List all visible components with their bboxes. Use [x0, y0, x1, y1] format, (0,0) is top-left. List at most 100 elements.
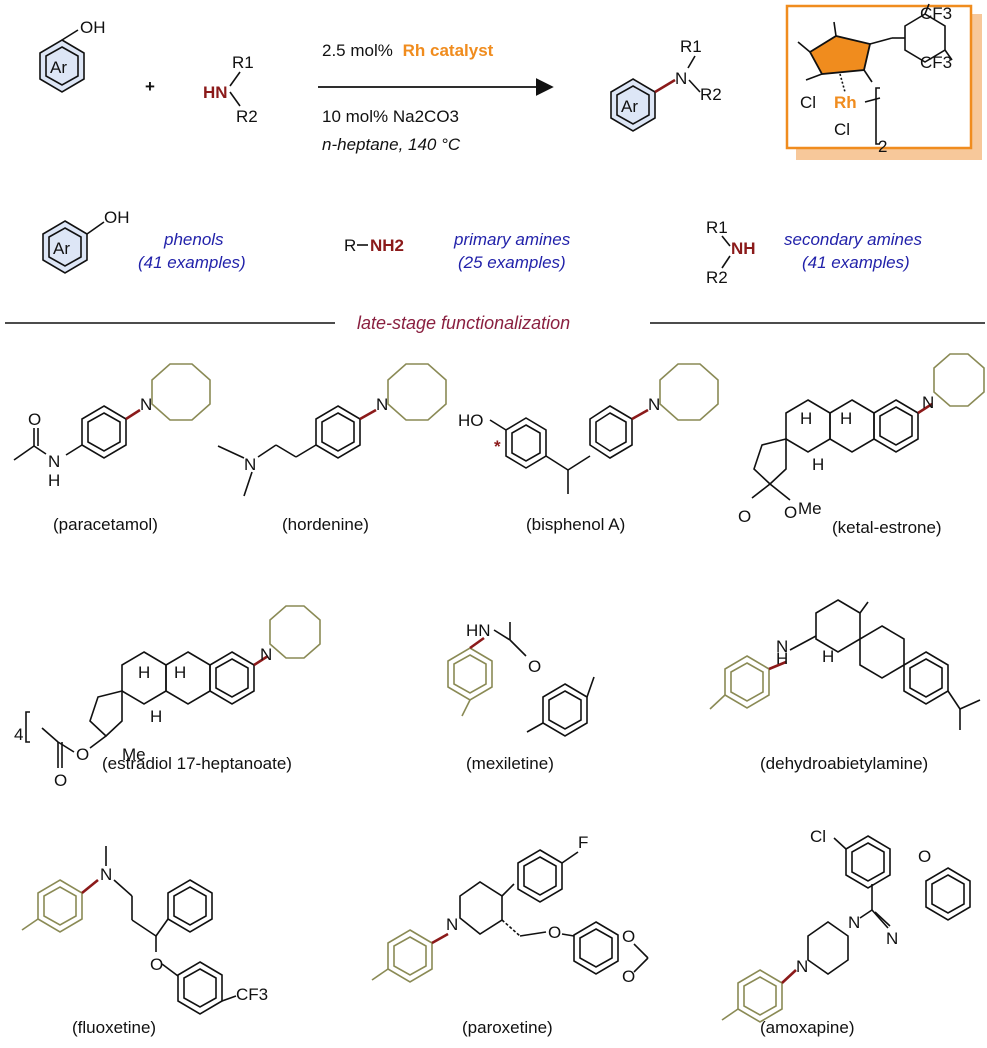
- product-ar-label: Ar: [621, 97, 638, 116]
- compound-name-estradiol-heptanoate: (estradiol 17-heptanoate): [102, 754, 292, 773]
- svg-text:NH: NH: [731, 239, 756, 258]
- compound-name-bisphenol-a: (bisphenol A): [526, 515, 625, 534]
- product-r2-label: R2: [700, 85, 722, 104]
- svg-text:H: H: [48, 471, 60, 490]
- svg-text:H: H: [174, 663, 186, 682]
- catalyst-cl-2: Cl: [834, 120, 850, 139]
- secondary-amines-label: secondary amines: [784, 230, 922, 249]
- svg-text:O: O: [784, 503, 797, 522]
- svg-text:OH: OH: [104, 208, 130, 227]
- reaction-conditions: 2.5 mol% Rh catalyst 10 mol% Na2CO3 n-he…: [318, 41, 554, 154]
- primary-amines-count: (25 examples): [458, 253, 566, 272]
- amine-r1-label: R1: [232, 53, 254, 72]
- svg-text:O: O: [54, 771, 67, 790]
- svg-text:R1: R1: [706, 218, 728, 237]
- svg-text:O: O: [622, 967, 635, 986]
- compound-fluoxetine: N O CF3 (fluoxetine): [21, 846, 268, 1037]
- svg-text:H: H: [822, 647, 834, 666]
- compound-name-fluoxetine: (fluoxetine): [72, 1018, 156, 1037]
- svg-text:N: N: [776, 637, 788, 656]
- product-r1-label: R1: [680, 37, 702, 56]
- svg-text:O: O: [150, 955, 163, 974]
- scope-phenols: Ar OH phenols (41 examples): [42, 208, 246, 274]
- catalyst-box: CF3 CF3 Rh Cl Cl 2: [785, 3, 982, 160]
- compound-paroxetine: N F O O O (paroxetine): [371, 833, 649, 1037]
- conditions-line-1: 2.5 mol% Rh catalyst: [322, 41, 494, 60]
- svg-text:O: O: [528, 657, 541, 676]
- compound-ketal-estrone: N H H H O O Me (ketal-estrone): [738, 353, 985, 537]
- svg-text:Ar: Ar: [53, 239, 70, 258]
- svg-text:Cl: Cl: [810, 827, 826, 846]
- substrate-scope-row: Ar OH phenols (41 examples) R NH2 primar…: [42, 208, 922, 287]
- svg-text:N: N: [648, 395, 660, 414]
- compound-name-paroxetine: (paroxetine): [462, 1018, 553, 1037]
- conditions-line-3: n-heptane, 140 °C: [322, 135, 461, 154]
- plus-sign: +: [145, 77, 155, 96]
- reaction-scheme: Ar OH + HN R1 R2 2.5 mol% Rh catalyst 10…: [39, 3, 982, 160]
- svg-text:CF3: CF3: [236, 985, 268, 1004]
- svg-text:N: N: [260, 645, 272, 664]
- compound-name-hordenine: (hordenine): [282, 515, 369, 534]
- catalyst-subscript-2: 2: [878, 137, 887, 156]
- phenol-oh-label: OH: [80, 18, 106, 37]
- svg-text:O: O: [738, 507, 751, 526]
- svg-text:H: H: [840, 409, 852, 428]
- compound-paracetamol: N N H O (paracetamol): [13, 363, 211, 534]
- svg-text:4: 4: [14, 725, 23, 744]
- svg-text:R2: R2: [706, 268, 728, 287]
- amine-hn-label: HN: [203, 83, 228, 102]
- svg-text:N: N: [48, 452, 60, 471]
- svg-text:R: R: [344, 236, 356, 255]
- svg-text:Me: Me: [798, 499, 822, 518]
- section-title: late-stage functionalization: [357, 313, 570, 333]
- catalyst-cl-1: Cl: [800, 93, 816, 112]
- svg-text:O: O: [28, 410, 41, 429]
- scope-primary-amines: R NH2 primary amines (25 examples): [344, 230, 571, 272]
- svg-text:N: N: [244, 455, 256, 474]
- compound-dehydroabietylamine: N H H (dehydroabietylamine): [709, 599, 981, 773]
- svg-text:O: O: [622, 927, 635, 946]
- phenols-label: phenols: [163, 230, 224, 249]
- phenol-ar-label: Ar: [50, 58, 67, 77]
- compound-mexiletine: HN O (mexiletine): [447, 621, 595, 773]
- amine-r2-label: R2: [236, 107, 258, 126]
- compound-name-ketal-estrone: (ketal-estrone): [832, 518, 942, 537]
- phenols-count: (41 examples): [138, 253, 246, 272]
- catalyst-rh-label: Rh: [834, 93, 857, 112]
- section-divider: late-stage functionalization: [5, 313, 985, 333]
- compound-name-amoxapine: (amoxapine): [760, 1018, 855, 1037]
- svg-text:Me: Me: [122, 745, 146, 764]
- compound-name-paracetamol: (paracetamol): [53, 515, 158, 534]
- svg-text:F: F: [578, 833, 588, 852]
- compound-bisphenol-a: HO * N (bisphenol A): [458, 363, 719, 534]
- compound-name-mexiletine: (mexiletine): [466, 754, 554, 773]
- svg-text:N: N: [848, 913, 860, 932]
- svg-text:H: H: [800, 409, 812, 428]
- svg-text:O: O: [76, 745, 89, 764]
- svg-text:O: O: [548, 923, 561, 942]
- aniline-product: Ar N R1 R2: [610, 37, 722, 132]
- svg-text:N: N: [886, 929, 898, 948]
- compound-hordenine: N N (hordenine): [217, 363, 447, 534]
- svg-text:H: H: [776, 649, 788, 668]
- compound-name-dehydroabietylamine: (dehydroabietylamine): [760, 754, 928, 773]
- svg-text:N: N: [796, 957, 808, 976]
- amine-reactant: HN R1 R2: [203, 53, 258, 126]
- svg-text:*: *: [494, 437, 501, 456]
- scope-secondary-amines: R1 NH R2 secondary amines (41 examples): [706, 218, 922, 287]
- catalyst-cf3-top: CF3: [920, 4, 952, 23]
- svg-text:N: N: [376, 395, 388, 414]
- svg-text:HN: HN: [466, 621, 491, 640]
- primary-amines-label: primary amines: [453, 230, 571, 249]
- svg-text:N: N: [922, 393, 934, 412]
- svg-text:NH2: NH2: [370, 236, 404, 255]
- svg-text:HO: HO: [458, 411, 484, 430]
- svg-text:H: H: [812, 455, 824, 474]
- svg-text:N: N: [446, 915, 458, 934]
- svg-text:O: O: [918, 847, 931, 866]
- product-n-label: N: [675, 69, 687, 88]
- svg-text:H: H: [138, 663, 150, 682]
- phenol-reactant: Ar OH: [39, 18, 106, 93]
- secondary-amines-count: (41 examples): [802, 253, 910, 272]
